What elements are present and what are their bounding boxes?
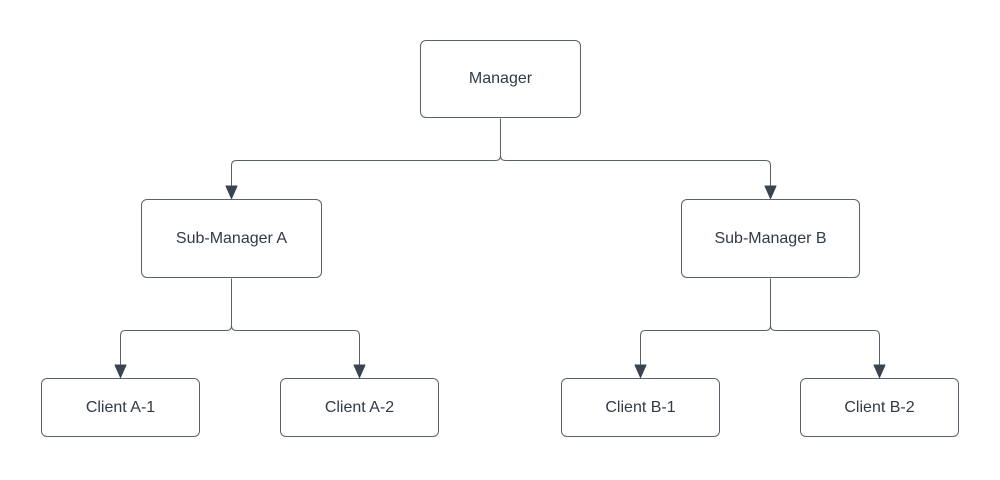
node-client-b2[interactable]: Client B-2 (800, 378, 959, 437)
node-client-a2-label: Client A-2 (324, 398, 395, 416)
node-client-a1[interactable]: Client A-1 (41, 378, 200, 437)
node-sub-manager-b[interactable]: Sub-Manager B (681, 199, 860, 278)
edge-manager-to-sub-manager-b (500, 118, 777, 199)
node-client-b1-label: Client B-1 (605, 398, 676, 416)
node-sub-manager-b-label: Sub-Manager B (714, 229, 827, 247)
node-sub-manager-a[interactable]: Sub-Manager A (141, 199, 322, 278)
node-sub-manager-a-label: Sub-Manager A (175, 229, 288, 247)
node-client-b1[interactable]: Client B-1 (561, 378, 720, 437)
edge-sub-manager-a-to-client-a2 (231, 278, 366, 378)
node-client-a2[interactable]: Client A-2 (280, 378, 439, 437)
edge-sub-manager-b-to-client-b2 (770, 278, 886, 378)
node-manager[interactable]: Manager (420, 40, 581, 118)
node-manager-label: Manager (468, 70, 533, 88)
node-client-a1-label: Client A-1 (85, 398, 156, 416)
node-client-b2-label: Client B-2 (844, 398, 915, 416)
edge-sub-manager-a-to-client-a1 (114, 278, 232, 378)
edge-sub-manager-b-to-client-b1 (634, 278, 771, 378)
edge-manager-to-sub-manager-a (225, 118, 501, 199)
